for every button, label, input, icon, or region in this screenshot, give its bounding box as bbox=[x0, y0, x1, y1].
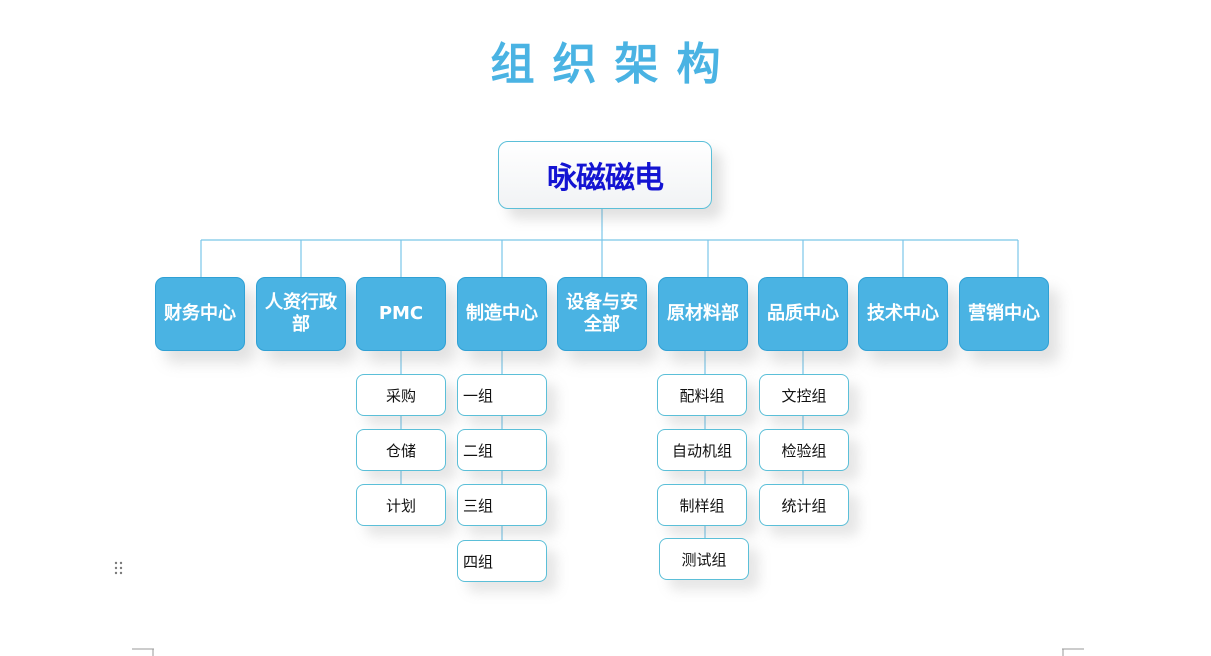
manufacturing-group-node: 二组 bbox=[457, 429, 547, 471]
pmc-group-node: 仓储 bbox=[356, 429, 446, 471]
materials-group-node: 测试组 bbox=[659, 538, 749, 580]
drag-handle-icon[interactable] bbox=[114, 561, 124, 577]
dept-equipment: 设备与安全部 bbox=[557, 277, 647, 351]
company-root-node: 咏磁磁电 bbox=[498, 141, 712, 209]
dept-finance-label: 财务中心 bbox=[164, 303, 236, 324]
dept-hr: 人资行政部 bbox=[256, 277, 346, 351]
dept-marketing-label: 营销中心 bbox=[968, 303, 1040, 324]
materials-group-node: 制样组 bbox=[657, 484, 747, 526]
dept-manufacturing-label: 制造中心 bbox=[466, 303, 538, 324]
dept-tech-label: 技术中心 bbox=[867, 303, 939, 324]
pmc-group-node: 采购 bbox=[356, 374, 446, 416]
dept-tech: 技术中心 bbox=[858, 277, 948, 351]
materials-group-node: 自动机组 bbox=[657, 429, 747, 471]
dept-equipment-label: 设备与安全部 bbox=[566, 292, 638, 335]
dept-pmc-label: PMC bbox=[378, 303, 424, 324]
drag-handle-dots-icon bbox=[114, 561, 123, 575]
quality-group-node: 文控组 bbox=[759, 374, 849, 416]
quality-group-node: 统计组 bbox=[759, 484, 849, 526]
pmc-group-node: 计划 bbox=[356, 484, 446, 526]
dept-manufacturing: 制造中心 bbox=[457, 277, 547, 351]
dept-pmc: PMC bbox=[356, 277, 446, 351]
dept-materials: 原材料部 bbox=[658, 277, 748, 351]
quality-group-node: 检验组 bbox=[759, 429, 849, 471]
dept-quality-label: 品质中心 bbox=[767, 303, 839, 324]
dept-finance: 财务中心 bbox=[155, 277, 245, 351]
dept-marketing: 营销中心 bbox=[959, 277, 1049, 351]
dept-materials-label: 原材料部 bbox=[667, 303, 739, 324]
manufacturing-group-node: 一组 bbox=[457, 374, 547, 416]
manufacturing-group-node: 三组 bbox=[457, 484, 547, 526]
manufacturing-group-node: 四组 bbox=[457, 540, 547, 582]
dept-hr-label: 人资行政部 bbox=[265, 292, 337, 335]
page-title: 组织架构 bbox=[490, 39, 739, 90]
materials-group-node: 配料组 bbox=[657, 374, 747, 416]
dept-quality: 品质中心 bbox=[758, 277, 848, 351]
